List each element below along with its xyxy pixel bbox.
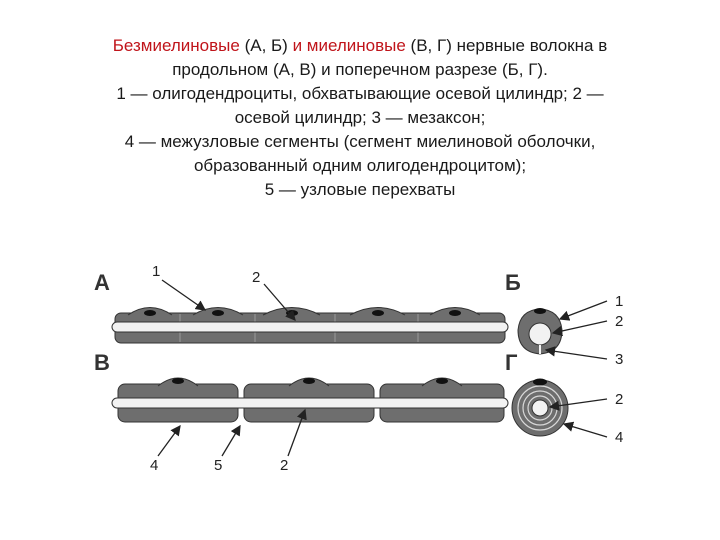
- caption-line-2: продольном (А, В) и поперечном разрезе (…: [172, 60, 548, 79]
- caption-line-5: 4 — межузловые сегменты (сегмент миелино…: [124, 132, 596, 151]
- label-g-2: 2: [615, 391, 623, 408]
- panel-label-a: А: [94, 270, 110, 295]
- caption-line-1-rest: (В, Г) нервные волокна в: [405, 36, 608, 55]
- arrow-a-1: [161, 279, 207, 311]
- nucleus: [436, 378, 448, 384]
- arrow-b-2: [551, 320, 608, 337]
- caption-myelinated: и миелиновые: [292, 36, 406, 55]
- nucleus: [303, 378, 315, 384]
- panel-b-unmyelinated-cross: 1 2 3: [517, 293, 623, 368]
- label-g-4: 4: [615, 429, 623, 446]
- label-b-1: 1: [615, 293, 623, 310]
- label-v-5: 5: [214, 457, 222, 474]
- panel-label-g: Г: [505, 350, 518, 375]
- label-b-2: 2: [615, 313, 623, 330]
- panel-g-myelinated-cross: 2 4: [511, 378, 623, 446]
- nucleus: [172, 378, 184, 384]
- nucleus: [449, 310, 461, 316]
- label-v-2: 2: [280, 457, 288, 474]
- panel-v-myelinated-longitudinal: 4 5 2: [111, 377, 509, 474]
- nucleus: [533, 378, 547, 386]
- figure-caption: Безмиелиновые (А, Б) и миелиновые (В, Г)…: [40, 34, 680, 202]
- arrow-v-2: [287, 408, 307, 457]
- axon-cylinder: [111, 397, 509, 409]
- nucleus: [534, 308, 546, 314]
- label-a-2: 2: [252, 269, 260, 286]
- caption-line-4: осевой цилиндр; 3 — мезаксон;: [234, 108, 486, 127]
- caption-line-3: 1 — олигодендроциты, обхватывающие осево…: [116, 84, 604, 103]
- arrow-a-2: [263, 283, 296, 321]
- panel-label-v: В: [94, 350, 110, 375]
- nucleus: [144, 310, 156, 316]
- arrow-b-3: [544, 346, 608, 360]
- axon-cross: [528, 322, 552, 346]
- arrow-b-1: [558, 300, 608, 321]
- label-a-1: 1: [152, 263, 160, 280]
- arrow-v-4: [157, 424, 181, 457]
- arrow-v-5: [221, 424, 241, 457]
- caption-unmyelinated: Безмиелиновые: [112, 36, 240, 55]
- nucleus: [212, 310, 224, 316]
- label-v-4: 4: [150, 457, 158, 474]
- arrow-g-4: [562, 421, 608, 438]
- caption-unmyelinated-panels: (А, Б): [239, 36, 293, 55]
- caption-line-1: Безмиелиновые (А, Б) и миелиновые (В, Г)…: [40, 34, 680, 58]
- axon-cylinder: [111, 321, 509, 333]
- caption-line-7: 5 — узловые перехваты: [264, 180, 456, 199]
- axon-cross: [531, 399, 549, 417]
- nucleus: [372, 310, 384, 316]
- panel-label-b: Б: [505, 270, 521, 295]
- arrow-g-2: [548, 398, 608, 411]
- label-b-3: 3: [615, 351, 623, 368]
- panel-a-unmyelinated-longitudinal: 1 2: [111, 263, 509, 344]
- caption-line-6: образованный одним олигодендроцитом);: [193, 156, 527, 175]
